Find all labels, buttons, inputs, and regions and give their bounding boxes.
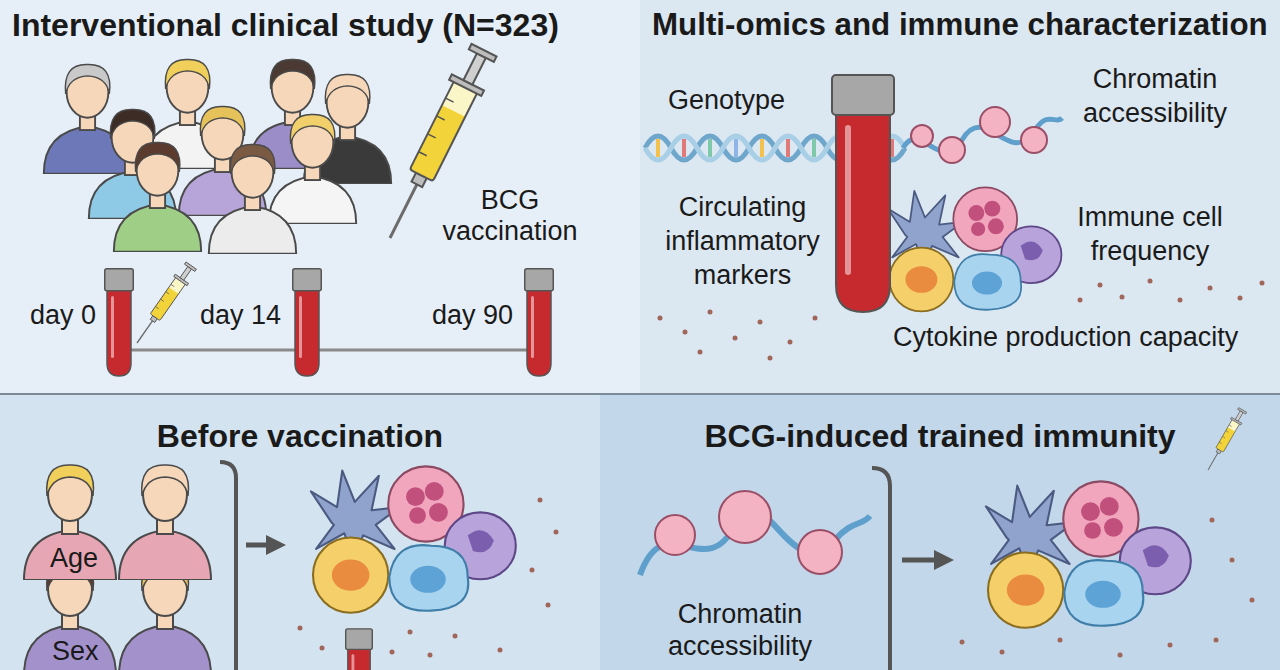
panel-ground	[640, 0, 1280, 393]
timeline-line	[119, 349, 539, 352]
bracket	[872, 468, 890, 670]
tube-cap	[832, 75, 894, 115]
panel-heading: Multi-omics and immune characterization	[652, 6, 1268, 44]
label-slot: day 90	[432, 300, 513, 331]
nucleosome	[655, 515, 695, 555]
marker-dots	[658, 279, 1265, 361]
text-label: Age	[50, 543, 98, 573]
panel-heading: BCG-induced trained immunity	[704, 417, 1175, 455]
label-slot: Chromatin accessibility	[660, 598, 820, 662]
panel-heading: Before vaccination	[157, 417, 443, 455]
panel-ground	[600, 395, 1280, 670]
nucleosome	[939, 137, 965, 163]
text-label: day 0	[30, 300, 96, 331]
age-busts	[24, 465, 211, 580]
panel-band: Before vaccination	[0, 395, 600, 670]
immune-cells	[888, 187, 1062, 311]
arrow	[902, 558, 948, 563]
blood-tube	[525, 269, 554, 376]
text-label: Chromatin accessibility	[1075, 62, 1235, 130]
people-group	[44, 59, 391, 253]
tube-shine	[845, 125, 851, 275]
text-label: BCG vaccination	[435, 185, 585, 247]
panel-band: Multi-omics and immune characterization	[640, 0, 1280, 393]
person-figure	[119, 465, 211, 580]
blood-tube	[293, 269, 322, 376]
chromatin-figure	[640, 491, 870, 575]
syringe-icon	[130, 261, 197, 348]
text-label: day 14	[200, 300, 281, 331]
panel-band: Interventional clinical study (N=323)	[0, 0, 640, 393]
label-slot: Sex	[52, 636, 99, 666]
syringe-icon	[1203, 407, 1248, 473]
blood-tube	[346, 629, 373, 670]
immune-cells	[311, 466, 516, 612]
immune-cells	[986, 481, 1191, 627]
panel-ground	[0, 0, 640, 393]
label-slot: Immune cell frequency	[1070, 200, 1230, 268]
label-slot: Chromatin accessibility	[1075, 62, 1235, 130]
text-label: Immune cell frequency	[1070, 200, 1230, 268]
text-label: Genotype	[668, 85, 785, 116]
text-label: day 90	[432, 300, 513, 331]
blood-tube	[105, 269, 134, 376]
label-slot: Age	[50, 543, 98, 573]
text-label: Sex	[52, 636, 99, 666]
label-slot: day 14	[200, 300, 281, 331]
label-slot: day 0	[30, 300, 96, 331]
nucleosome	[980, 107, 1010, 137]
label-slot: BCG vaccination	[435, 185, 585, 247]
big-blood-tube	[832, 75, 894, 312]
text-label: Chromatin accessibility	[660, 598, 820, 662]
nucleosome	[719, 491, 771, 543]
syringe-icon	[374, 42, 500, 246]
panel-band: BCG-induced trained immunity	[600, 395, 1280, 670]
marker-dots	[298, 498, 559, 658]
label-slot: Circulating inflammatory markers	[655, 190, 830, 292]
label-slot: Cytokine production capacity	[893, 322, 1238, 353]
tube-body	[836, 115, 890, 312]
person-figure	[269, 114, 356, 223]
marker-dots	[960, 518, 1255, 658]
person-figure	[209, 144, 296, 253]
panel-ground	[0, 395, 600, 670]
text-label: Circulating inflammatory markers	[655, 190, 830, 292]
panel-heading: Interventional clinical study (N=323)	[12, 6, 559, 44]
chromatin-figure	[903, 107, 1062, 163]
nucleosome	[798, 530, 842, 574]
divider-line	[0, 393, 1280, 395]
label-slot: Genotype	[668, 85, 785, 116]
text-label: Cytokine production capacity	[893, 322, 1238, 353]
person-figure	[114, 142, 201, 251]
nucleosome	[1021, 127, 1047, 153]
arrow	[246, 543, 280, 548]
nucleosome	[911, 125, 933, 147]
person-figure	[24, 465, 116, 580]
bracket	[220, 462, 236, 670]
